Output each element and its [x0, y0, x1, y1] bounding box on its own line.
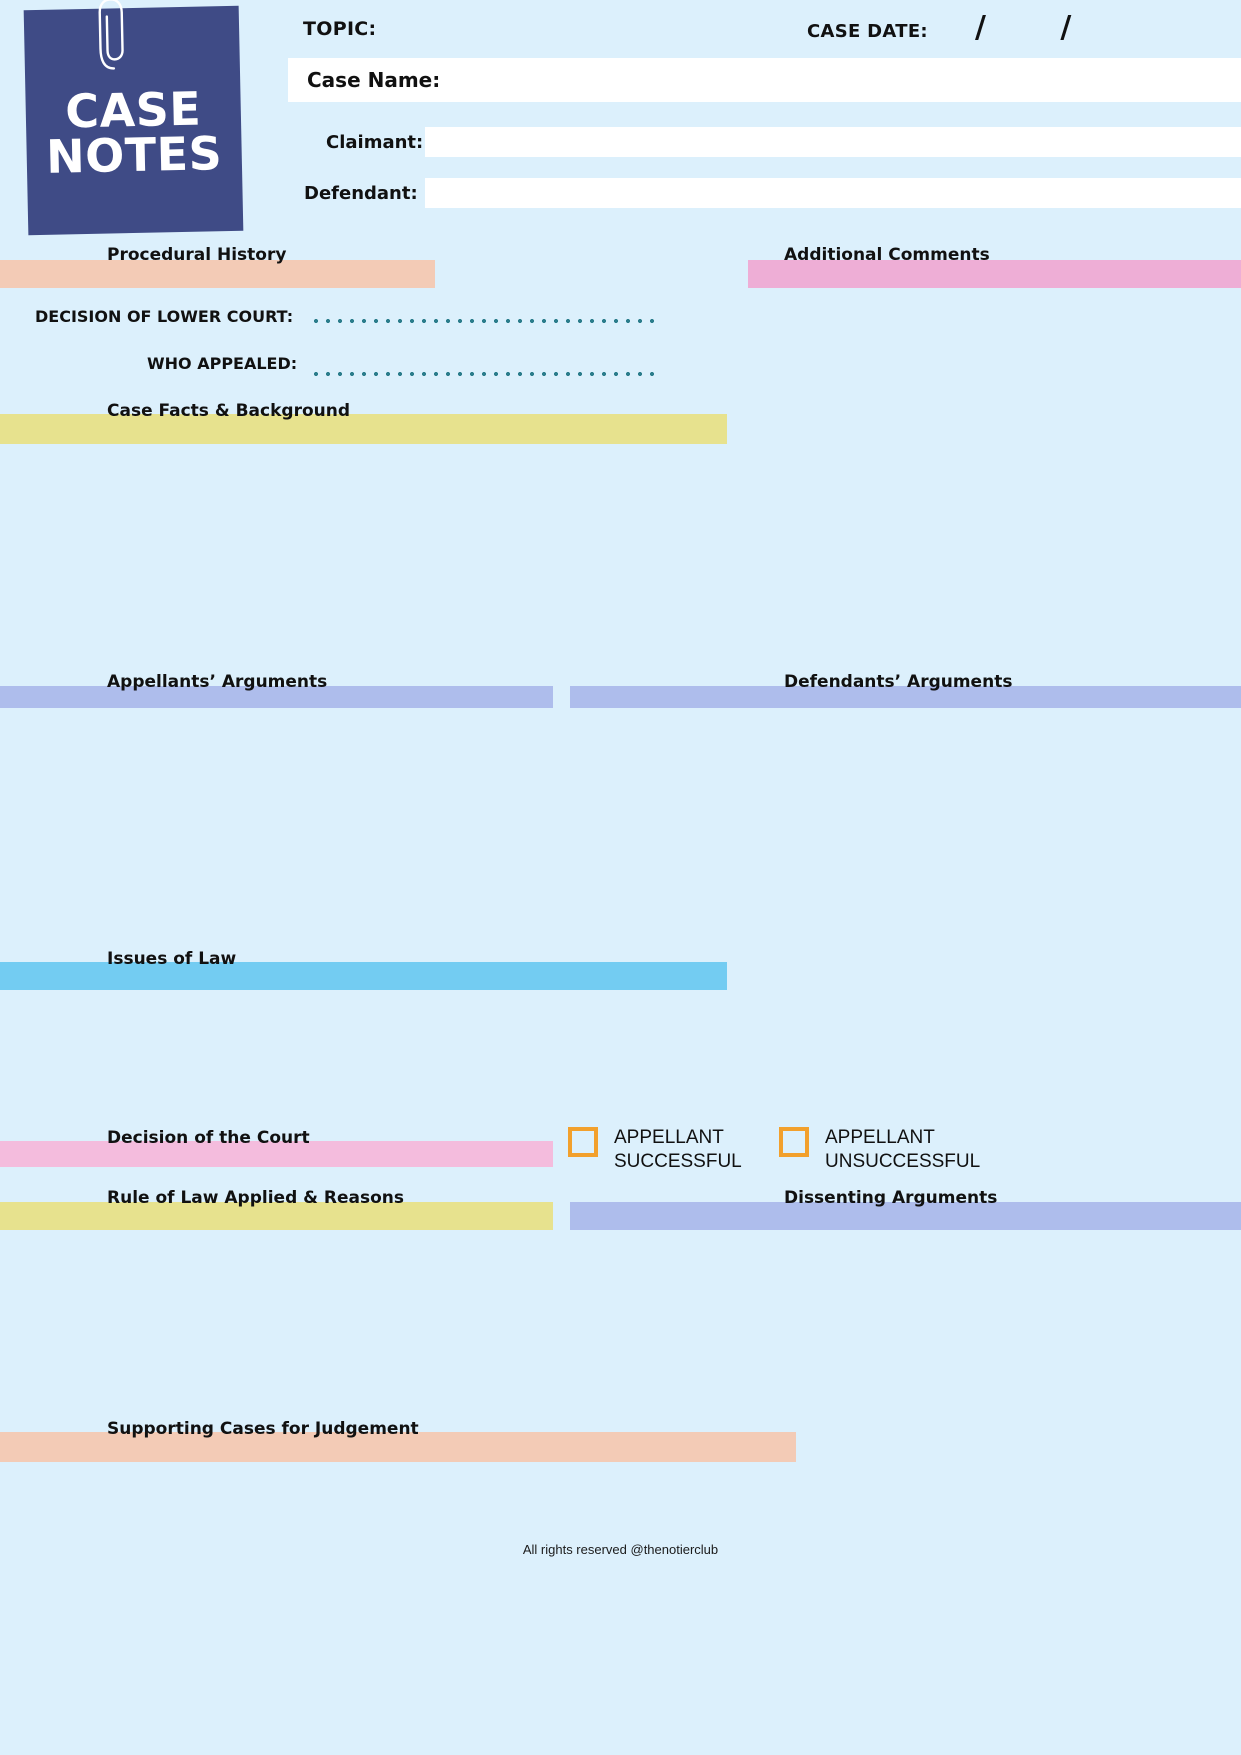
paperclip-icon [98, 0, 124, 70]
appellant-unsuccessful-label-line-2: UNSUCCESSFUL [825, 1150, 981, 1172]
appellant-unsuccessful-checkbox[interactable] [779, 1127, 809, 1157]
dissenting-arguments-title: Dissenting Arguments [784, 1188, 998, 1208]
case-date-label: CASE DATE: [807, 21, 928, 42]
appellant-unsuccessful-label-line-1: APPELLANT [825, 1127, 935, 1148]
appellants-arguments-bar [0, 686, 553, 708]
topic-label: TOPIC: [303, 18, 377, 40]
procedural-history-bar [0, 260, 435, 288]
who-appealed-input[interactable] [310, 371, 660, 377]
claimant-input[interactable] [425, 127, 1241, 157]
appellant-successful-label-line-2: SUCCESSFUL [614, 1150, 742, 1172]
supporting-cases-bar [0, 1432, 796, 1462]
who-appealed-label: WHO APPEALED: [147, 354, 298, 373]
appellant-successful-option[interactable]: APPELLANT SUCCESSFUL [568, 1126, 742, 1174]
claimant-label: Claimant: [326, 132, 424, 153]
appellant-unsuccessful-label: APPELLANT UNSUCCESSFUL [825, 1126, 980, 1174]
footer-credit: All rights reserved @thenotierclub [522, 1542, 719, 1557]
appellants-arguments-title: Appellants’ Arguments [107, 672, 328, 692]
decision-of-the-court-bar [0, 1141, 553, 1167]
rule-of-law-title: Rule of Law Applied & Reasons [107, 1188, 405, 1208]
appellant-successful-checkbox[interactable] [568, 1127, 598, 1157]
additional-comments-bar [748, 260, 1241, 288]
dissenting-arguments-bar [570, 1202, 1241, 1230]
logo-line-2: NOTES [45, 126, 223, 184]
procedural-history-title: Procedural History [107, 245, 287, 265]
rule-of-law-bar [0, 1202, 553, 1230]
case-facts-title: Case Facts & Background [107, 401, 351, 421]
issues-of-law-bar [0, 962, 727, 990]
decision-of-the-court-title: Decision of the Court [107, 1128, 310, 1148]
defendants-arguments-title: Defendants’ Arguments [784, 672, 1013, 692]
appellant-successful-label-line-1: APPELLANT [614, 1127, 724, 1148]
case-name-input[interactable] [288, 58, 1241, 102]
supporting-cases-title: Supporting Cases for Judgement [107, 1419, 419, 1439]
defendant-input[interactable] [425, 178, 1241, 208]
defendant-label: Defendant: [304, 183, 418, 204]
case-date-separators: / / [975, 10, 1104, 45]
decision-of-lower-court-input[interactable] [310, 318, 660, 324]
case-name-label: Case Name: [307, 68, 441, 92]
additional-comments-title: Additional Comments [784, 245, 990, 265]
issues-of-law-title: Issues of Law [107, 949, 237, 969]
appellant-successful-label: APPELLANT SUCCESSFUL [614, 1126, 742, 1174]
appellant-unsuccessful-option[interactable]: APPELLANT UNSUCCESSFUL [779, 1126, 980, 1174]
decision-of-lower-court-label: DECISION OF LOWER COURT: [35, 307, 294, 326]
logo-text: CASE NOTES [25, 82, 242, 184]
case-facts-bar [0, 414, 727, 444]
case-notes-logo-card: CASE NOTES [23, 0, 244, 236]
defendants-arguments-bar [570, 686, 1241, 708]
